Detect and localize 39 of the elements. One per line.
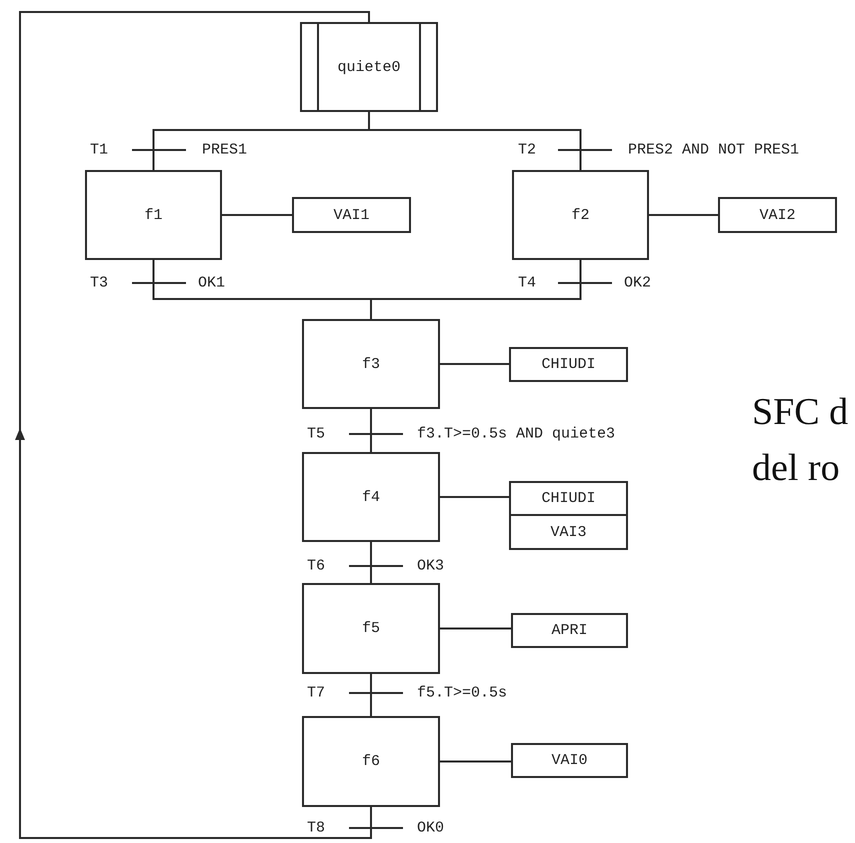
transition-name: T1 xyxy=(90,142,108,158)
transition-name: T2 xyxy=(518,142,536,158)
transition-condition: f3.T>=0.5s AND quiete3 xyxy=(415,426,618,442)
step-name: APRI xyxy=(551,622,588,639)
step-box xyxy=(302,319,440,409)
title-text: SFC d xyxy=(752,390,848,434)
transition-name: T7 xyxy=(307,684,326,702)
step-name: VAI2 xyxy=(759,206,796,224)
step-name: f5 xyxy=(362,620,380,637)
initial-step-box xyxy=(300,22,438,112)
step-name: f2 xyxy=(571,206,590,224)
step-name: CHIUDI xyxy=(541,356,596,373)
transition-name: T4 xyxy=(518,274,536,292)
action-box xyxy=(509,514,628,550)
action-box xyxy=(511,743,628,778)
step-name: CHIUDI xyxy=(541,490,596,507)
transition-name: T5 xyxy=(307,426,326,442)
step-name: VAI1 xyxy=(333,206,370,224)
action-box xyxy=(509,481,628,516)
step-box xyxy=(302,716,440,807)
step-name: VAI0 xyxy=(551,752,588,769)
action-box xyxy=(292,197,411,233)
step-box xyxy=(512,170,649,260)
step-name: f1 xyxy=(144,206,162,224)
action-box xyxy=(718,197,837,233)
step-name: f6 xyxy=(362,753,380,770)
transition-name: T6 xyxy=(307,558,326,574)
step-name: f3 xyxy=(362,356,380,372)
transition-name: T8 xyxy=(307,820,326,836)
transition-name: T3 xyxy=(90,274,108,292)
step-box xyxy=(302,452,440,542)
step-box xyxy=(302,583,440,674)
step-name: VAI3 xyxy=(550,524,586,540)
step-name: quiete0 xyxy=(337,58,400,76)
title-text: del ro xyxy=(752,446,840,490)
step-box xyxy=(85,170,222,260)
action-box xyxy=(509,347,628,382)
step-name: f4 xyxy=(362,488,380,506)
action-box xyxy=(511,613,628,648)
